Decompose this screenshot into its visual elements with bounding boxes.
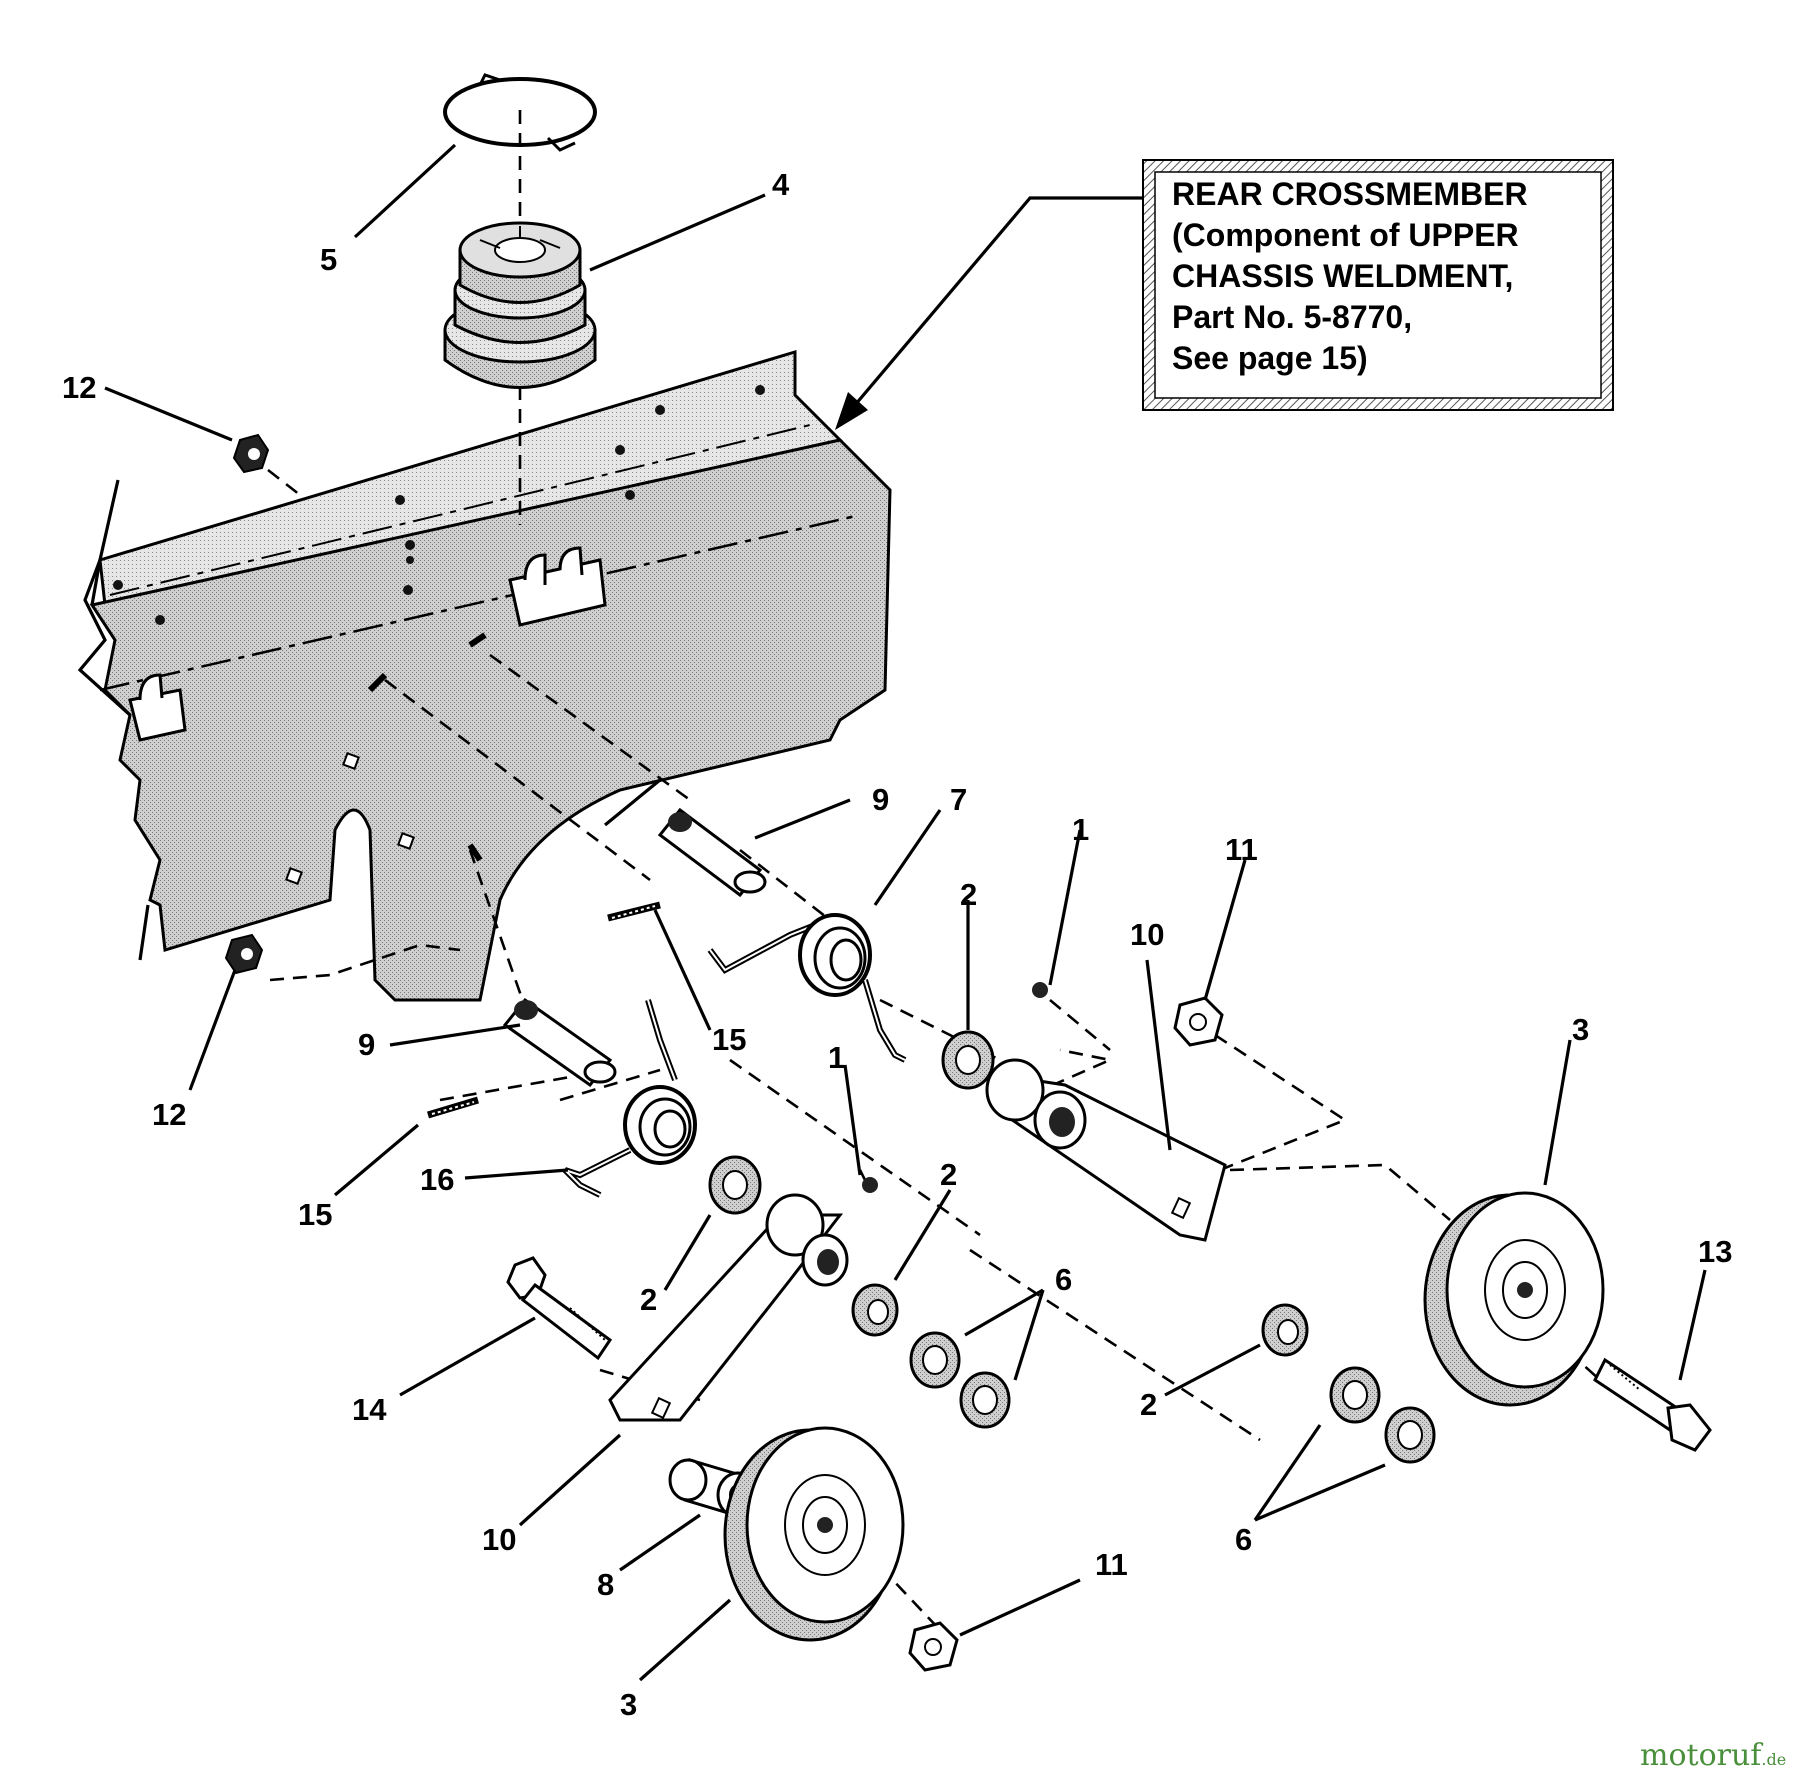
callout-6-b: 6 (1235, 1522, 1252, 1557)
mounting-holes (113, 385, 765, 885)
bushing-part-2-d (1261, 1303, 1309, 1357)
watermark: motoruf.de (1640, 1738, 1786, 1773)
idler-arm-part-10-lower (608, 1193, 849, 1422)
bushing-part-2-b (708, 1155, 762, 1215)
callout-10-lower: 10 (482, 1522, 516, 1557)
callout-12-upper: 12 (62, 370, 96, 405)
callout-2-b: 2 (640, 1282, 657, 1317)
callout-8: 8 (597, 1567, 614, 1602)
pivot-spacer-part-9-lower (502, 997, 617, 1088)
callout-1-upper: 1 (1072, 812, 1089, 847)
callout-16: 16 (420, 1162, 454, 1197)
screw-part-15-upper (607, 901, 661, 922)
nut-part-12-lower (224, 933, 264, 975)
screw-part-15-lower (426, 1096, 480, 1119)
washer-part-6-b (959, 1371, 1011, 1429)
note-arrow (835, 196, 1143, 430)
idler-arm-part-10-upper (985, 1058, 1227, 1242)
watermark-suffix: .de (1761, 1750, 1786, 1769)
shoulder-bolt-part-13 (1593, 1357, 1712, 1452)
washer-part-6-d (1384, 1406, 1436, 1464)
callout-9-upper: 9 (872, 782, 889, 817)
note-line-1: REAR CROSSMEMBER (1172, 176, 1528, 212)
callout-2-d: 2 (1140, 1387, 1157, 1422)
callout-6-a: 6 (1055, 1262, 1072, 1297)
callout-1-lower: 1 (828, 1040, 845, 1075)
callout-numbers: 5 4 12 12 9 7 1 11 10 2 15 9 15 16 2 1 2… (62, 167, 1732, 1722)
callout-10-upper: 10 (1130, 917, 1164, 952)
callout-2-c: 2 (940, 1157, 957, 1192)
washer-part-6-a (909, 1331, 961, 1389)
hex-nut-part-11-upper (1173, 996, 1224, 1047)
bushing-part-2-c (851, 1283, 899, 1337)
torsion-spring-part-7 (707, 913, 907, 1063)
left-bracket (128, 673, 187, 742)
callout-3-left: 3 (620, 1687, 637, 1722)
callout-12-lower: 12 (152, 1097, 186, 1132)
watermark-brand: motoruf (1640, 1738, 1763, 1773)
callout-15-upper: 15 (712, 1022, 746, 1057)
callout-11-upper: 11 (1225, 832, 1258, 867)
idler-pulley-part-3-left (723, 1426, 905, 1642)
callout-leaders (104, 143, 1707, 1682)
retaining-ring-part-5 (443, 73, 597, 152)
note-line-4: Part No. 5-8770, (1172, 299, 1412, 335)
callout-11-lower: 11 (1095, 1547, 1128, 1582)
callout-5: 5 (320, 242, 337, 277)
bushing-part-2-a (941, 1030, 995, 1090)
callout-14: 14 (352, 1392, 387, 1427)
idler-pulley-part-3-right (1423, 1191, 1605, 1407)
note-line-5: See page 15) (1172, 340, 1368, 376)
grease-fitting-part-1-lower (862, 1177, 878, 1193)
nut-part-12-upper (232, 433, 270, 474)
top-pulley-part-4 (443, 221, 597, 389)
callout-4: 4 (772, 167, 790, 202)
callout-13: 13 (1698, 1234, 1732, 1269)
note-line-2: (Component of UPPER (1172, 217, 1519, 253)
callout-2-a: 2 (960, 877, 977, 912)
svg-text:motoruf.de: motoruf.de (1640, 1738, 1786, 1773)
callout-3-right: 3 (1572, 1012, 1589, 1047)
hex-nut-part-11-lower (908, 1621, 959, 1672)
callout-15-lower: 15 (298, 1197, 332, 1232)
note-line-3: CHASSIS WELDMENT, (1172, 258, 1513, 294)
center-bracket (508, 546, 607, 627)
torsion-spring-part-16 (562, 999, 697, 1198)
callout-7: 7 (950, 782, 967, 817)
washer-part-6-c (1329, 1366, 1381, 1424)
bolt-part-14 (506, 1256, 613, 1361)
rear-crossmember (77, 349, 892, 1002)
callout-9-lower: 9 (358, 1027, 375, 1062)
pivot-spacer-part-9-upper (657, 807, 767, 898)
grease-fitting-part-1-upper (1032, 982, 1048, 998)
note-box: REAR CROSSMEMBER (Component of UPPER CHA… (1142, 159, 1614, 411)
